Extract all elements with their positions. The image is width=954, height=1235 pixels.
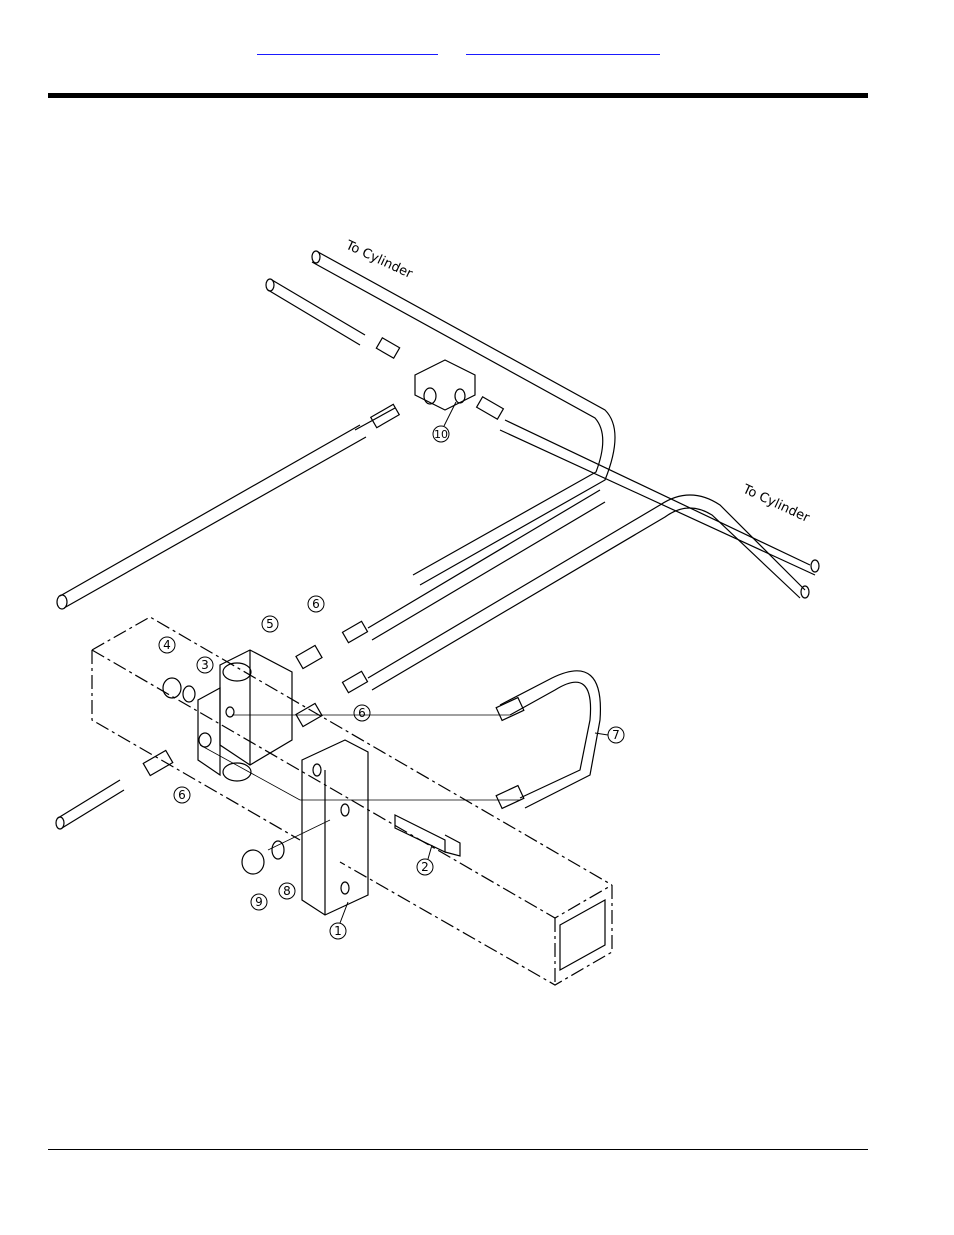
callout-6-top: 6: [308, 596, 324, 612]
bolt: [395, 815, 460, 856]
header-rule: [48, 93, 868, 98]
washer-small: [183, 686, 195, 702]
svg-text:6: 6: [312, 597, 320, 611]
callout-9: 9: [251, 894, 267, 910]
svg-text:4: 4: [163, 638, 171, 652]
header-link-2[interactable]: [466, 38, 660, 55]
svg-text:6: 6: [178, 788, 186, 802]
callout-8: 8: [279, 883, 295, 899]
callout-7: 7: [595, 727, 624, 743]
footer-rule: [48, 1149, 868, 1150]
callout-6-middle: 6: [354, 705, 370, 721]
to-cylinder-label-right: To Cylinder: [739, 482, 812, 527]
hydraulic-hose-left: [57, 408, 395, 609]
callout-2: 2: [417, 845, 433, 875]
svg-text:2: 2: [421, 860, 429, 874]
callout-4: 4: [159, 637, 175, 653]
svg-text:5: 5: [266, 617, 274, 631]
hose-end-left: [56, 750, 173, 829]
svg-text:3: 3: [201, 658, 209, 672]
tee-fitting: [415, 360, 475, 410]
valve-block: [198, 645, 322, 781]
callout-10: 10: [433, 402, 456, 442]
svg-text:6: 6: [358, 706, 366, 720]
hydraulic-tube-long: [266, 279, 365, 345]
svg-text:7: 7: [612, 728, 620, 742]
mounting-bracket: [302, 740, 368, 915]
svg-text:8: 8: [283, 884, 291, 898]
nut: [242, 850, 264, 874]
u-bolt: [496, 671, 600, 809]
svg-text:10: 10: [434, 428, 448, 441]
to-cylinder-label-top: To Cylinder: [342, 238, 415, 283]
hydraulic-tube-upper: [312, 251, 615, 585]
callout-5: 5: [262, 616, 278, 632]
callout-1: 1: [330, 902, 348, 939]
lock-washer: [272, 841, 284, 859]
callout-6-bottom: 6: [174, 787, 190, 803]
svg-text:1: 1: [334, 924, 342, 938]
svg-text:9: 9: [255, 895, 263, 909]
header-link-1[interactable]: [257, 38, 438, 55]
nut-small: [163, 678, 181, 698]
square-tube-frame: [92, 617, 612, 985]
hydraulic-parts-diagram: 1 2 3 4 5 6 6 6: [48, 225, 838, 990]
callout-3: 3: [197, 657, 213, 673]
hydraulic-tube-second: [368, 490, 809, 690]
